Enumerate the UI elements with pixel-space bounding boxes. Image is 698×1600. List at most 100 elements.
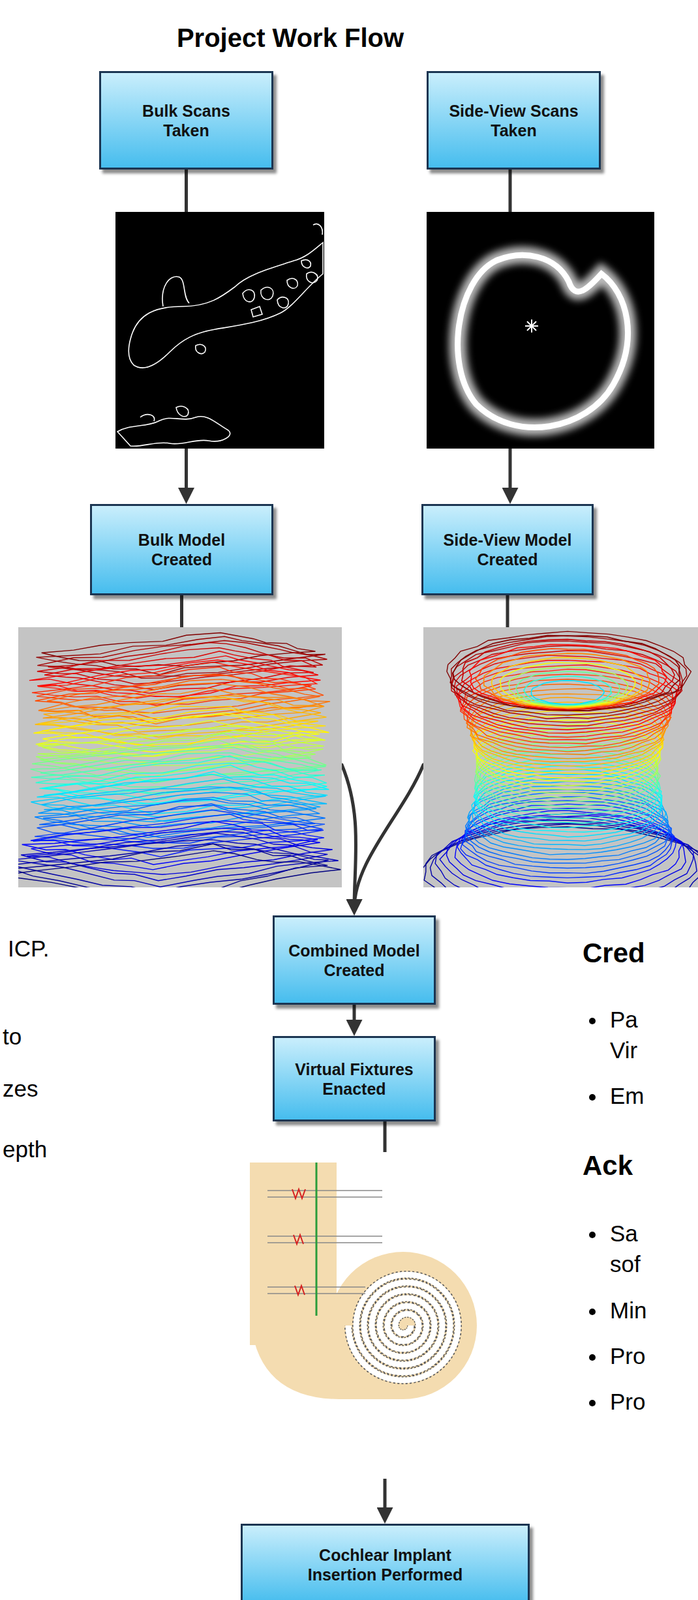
model-rim	[515, 671, 620, 707]
spiral-groove	[348, 1275, 458, 1381]
illustration-background	[244, 1152, 475, 1480]
cochlea-spiral	[329, 1252, 477, 1400]
scan-contours	[117, 223, 323, 447]
bullet	[589, 1309, 596, 1316]
contour	[242, 289, 255, 303]
process-box: Side-View Model Created	[421, 504, 594, 596]
poster-text: Min	[609, 1297, 647, 1325]
box-label: Cochlear Implant Insertion Performed	[300, 1546, 471, 1586]
fixture-guide	[267, 1236, 383, 1244]
model-layer	[446, 631, 691, 712]
bulk-scan-image	[115, 212, 325, 449]
model-layer	[470, 702, 665, 767]
scan-background	[426, 212, 655, 449]
fixture-mark	[293, 1235, 304, 1245]
poster-text: Vir	[609, 1037, 638, 1065]
poster-text: epth	[2, 1136, 47, 1164]
implant-path	[315, 1163, 318, 1317]
bulk-model-image	[0, 627, 342, 903]
bullet	[589, 1094, 596, 1102]
contour	[301, 259, 311, 268]
scan-ring-glow	[457, 255, 629, 428]
contour	[306, 272, 318, 284]
model-layer	[450, 636, 687, 716]
model-layer	[457, 810, 677, 884]
model-layer	[40, 753, 318, 789]
poster-text: sof	[609, 1251, 641, 1279]
poster-text: Pro	[609, 1343, 646, 1371]
poster-text: Em	[609, 1082, 645, 1111]
spiral-groove-edge	[348, 1275, 458, 1381]
scan-background	[115, 212, 325, 449]
model-layer	[18, 844, 329, 888]
model-layers	[18, 633, 341, 889]
contour	[176, 406, 189, 417]
process-box: Virtual Fixtures Enacted	[272, 1036, 436, 1123]
process-box: Bulk Scans Taken	[99, 71, 274, 170]
box-label: Side-View Model Created	[435, 530, 580, 570]
contour	[162, 276, 190, 307]
poster-text: Pro	[609, 1388, 646, 1417]
model-rim	[475, 649, 659, 710]
process-box: Combined Model Created	[272, 915, 436, 1006]
model-rim	[523, 676, 612, 706]
model-rim	[484, 653, 651, 709]
model-rim	[508, 667, 629, 707]
process-box: Bulk Model Created	[90, 504, 274, 596]
model-rim	[469, 645, 667, 710]
process-box: Side-View Scans Taken	[426, 71, 601, 170]
bullet	[589, 1400, 596, 1408]
poster-text: zes	[2, 1075, 38, 1104]
diagram-title: Project Work Flow	[130, 23, 451, 53]
model-layer	[18, 844, 328, 888]
model-layer	[18, 851, 341, 888]
model-layer	[451, 641, 683, 719]
scan-center-mark	[525, 319, 539, 333]
contour	[128, 242, 323, 368]
fixture-mark	[292, 1189, 306, 1199]
box-label: Bulk Model Created	[110, 530, 254, 570]
fixture-guide	[267, 1191, 383, 1198]
contour	[140, 414, 155, 422]
model-rim	[461, 639, 675, 712]
contour	[195, 344, 206, 354]
model-rim	[531, 681, 605, 706]
model-layer	[18, 840, 339, 888]
contour	[117, 416, 231, 447]
box-label: Bulk Scans Taken	[124, 101, 249, 141]
bullet	[589, 1018, 596, 1025]
side-view-model-image	[418, 627, 698, 926]
box-label: Virtual Fixtures Enacted	[282, 1060, 426, 1100]
scan-ring	[457, 255, 629, 428]
model-background	[423, 627, 698, 888]
poster-text: ICP.	[7, 935, 50, 963]
model-layers	[423, 631, 698, 888]
contour	[251, 306, 263, 318]
contour	[260, 287, 274, 301]
model-rim	[499, 662, 635, 707]
flow-arrow	[352, 1005, 357, 1031]
model-layer	[22, 821, 318, 865]
contour	[277, 297, 289, 309]
model-background	[18, 627, 342, 888]
cochlea-illustration	[244, 1152, 477, 1480]
fixture-mark	[294, 1286, 305, 1296]
side-view-scan-image	[426, 212, 655, 449]
box-label: Side-View Scans Taken	[442, 101, 586, 141]
fixture-guides	[267, 1191, 383, 1295]
section-heading: Ack	[582, 1150, 633, 1183]
bullet-points	[589, 1018, 596, 1408]
bullet	[589, 1354, 596, 1362]
fixture-marks	[292, 1189, 306, 1296]
model-layer	[34, 810, 323, 844]
contour	[313, 223, 323, 235]
model-rim	[491, 657, 643, 708]
poster-text: to	[2, 1023, 22, 1051]
model-rim	[452, 636, 680, 712]
box-label: Combined Model Created	[282, 941, 426, 981]
contour	[287, 278, 298, 289]
bullet	[589, 1232, 596, 1239]
poster-text: Sa	[609, 1220, 638, 1248]
process-box: Cochlear Implant Insertion Performed	[240, 1524, 530, 1600]
